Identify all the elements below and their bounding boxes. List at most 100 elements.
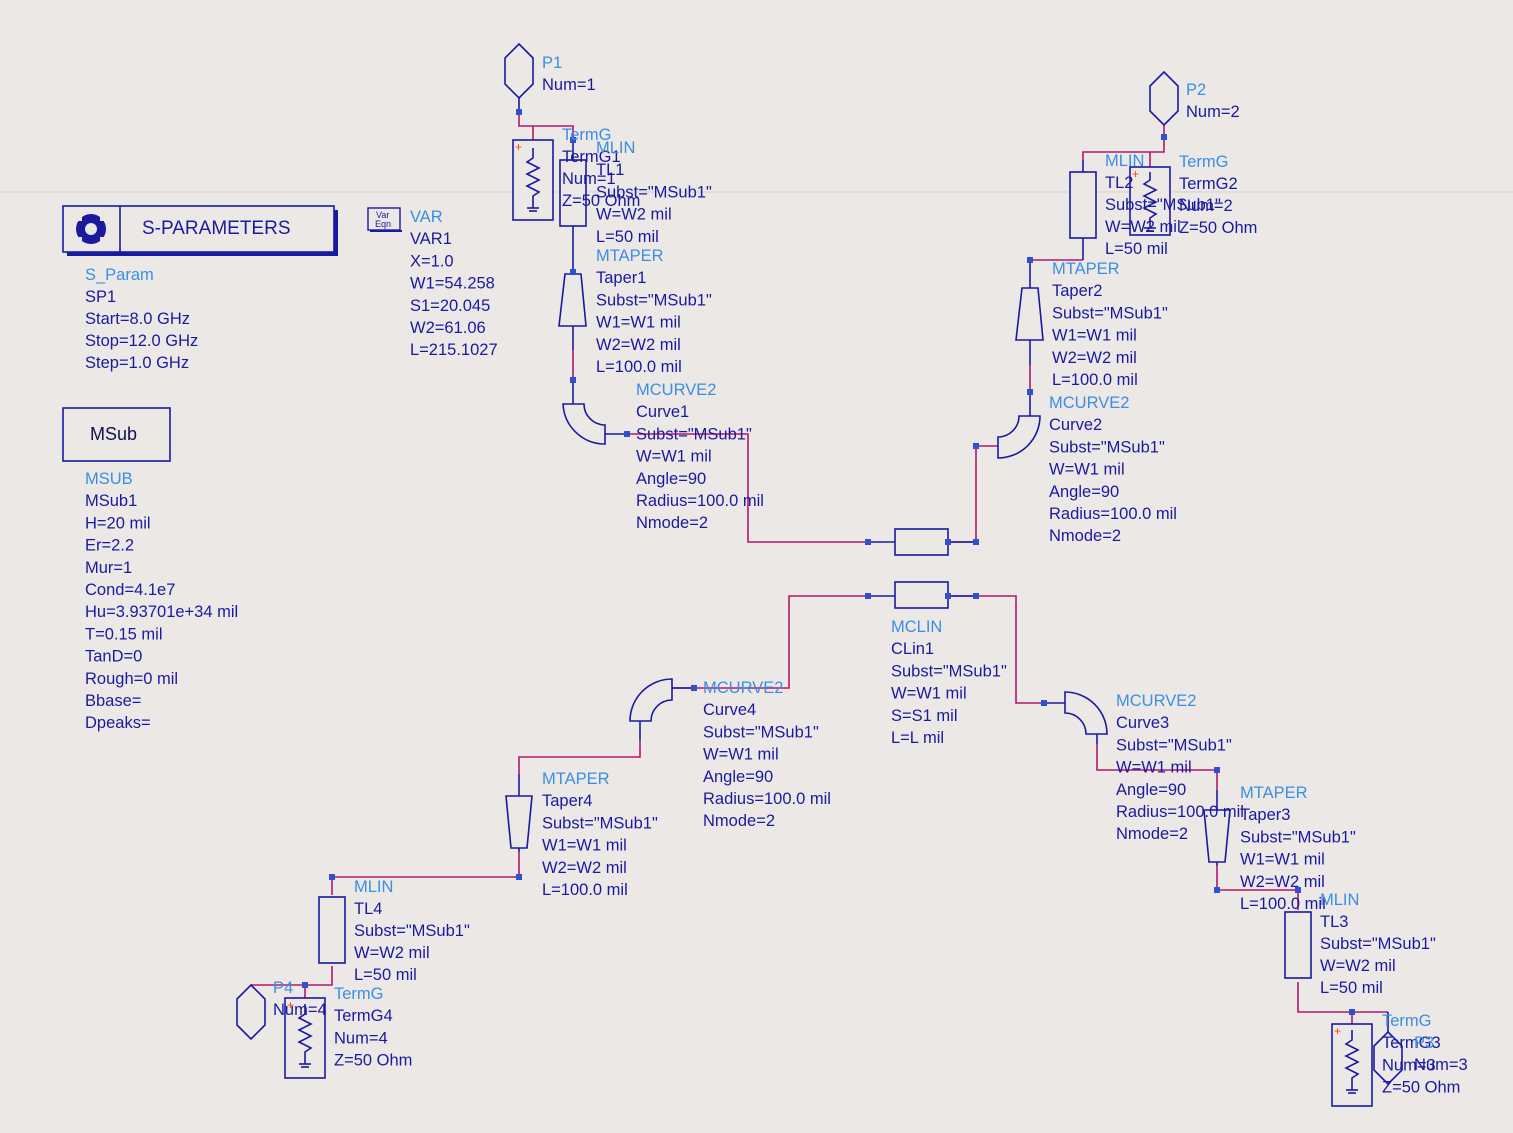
sp1-param-label: Stop=12.0 GHz: [85, 332, 198, 350]
msub1-param-label: Cond=4.1e7: [85, 581, 175, 599]
curve3-instance-label: Curve3: [1116, 714, 1169, 732]
taper2-param-label: W2=W2 mil: [1052, 349, 1137, 367]
taper1-param-label: Subst="MSub1": [596, 291, 712, 309]
termg2-symbol[interactable]: +: [1129, 166, 1171, 236]
curve3-param-label: Angle=90: [1116, 781, 1186, 799]
tl3-instance-label: TL3: [1320, 913, 1348, 931]
var1-param-label: X=1.0: [410, 252, 454, 270]
msub1-param-label: Rough=0 mil: [85, 670, 178, 688]
taper1-param-label: L=100.0 mil: [596, 358, 682, 376]
tl3-param-label: L=50 mil: [1320, 979, 1383, 997]
mcurve2-curve3-symbol[interactable]: [1044, 691, 1108, 744]
tl2-param-label: W=W2 mil: [1105, 218, 1181, 236]
mcurve2-curve4-symbol[interactable]: [629, 678, 694, 740]
mlin-tl1-symbol[interactable]: [559, 140, 587, 272]
tl2-param-label: L=50 mil: [1105, 240, 1168, 258]
curve1-param-label: W=W1 mil: [636, 448, 712, 466]
tl4-param-label: L=50 mil: [354, 966, 417, 984]
clin1-param-label: W=W1 mil: [891, 685, 967, 703]
mlin-tl2-symbol[interactable]: [1069, 160, 1097, 260]
port-p2-symbol[interactable]: [1149, 70, 1179, 127]
termg1-symbol[interactable]: +: [512, 139, 554, 221]
tl2-param-label: Subst="MSub1": [1105, 196, 1221, 214]
mlin-tl4-symbol[interactable]: [318, 896, 346, 964]
mtaper-taper1-symbol[interactable]: [558, 273, 587, 350]
clin1-param-label: L=L mil: [891, 729, 944, 747]
taper2-type-label: MTAPER: [1052, 260, 1120, 278]
label-var1[interactable]: VARVAR1X=1.0W1=54.258S1=20.045W2=61.06L=…: [410, 208, 498, 359]
p3-instance-label: Num=3: [1414, 1056, 1468, 1074]
termg1-param-label: Z=50 Ohm: [562, 192, 640, 210]
taper3-param-label: Subst="MSub1": [1240, 828, 1356, 846]
mtaper-taper3-symbol[interactable]: [1203, 790, 1231, 866]
mcurve2-curve2-symbol[interactable]: [997, 392, 1041, 459]
p4-type-label: P4: [273, 979, 293, 997]
termg3-symbol[interactable]: +: [1331, 1023, 1373, 1107]
pin-markers: [302, 109, 1355, 1015]
taper2-param-label: L=100.0 mil: [1052, 371, 1138, 389]
msub1-param-label: H=20 mil: [85, 514, 151, 532]
taper4-type-label: MTAPER: [542, 770, 610, 788]
p4-instance-label: Num=4: [273, 1001, 327, 1019]
curve2-param-label: Angle=90: [1049, 483, 1119, 501]
mcurve2-curve1-symbol[interactable]: [562, 380, 627, 445]
msub1-instance-label: MSub1: [85, 492, 137, 510]
taper3-param-label: W2=W2 mil: [1240, 873, 1325, 891]
msub1-param-label: Er=2.2: [85, 537, 134, 555]
mtaper-taper4-symbol[interactable]: [505, 774, 533, 852]
port-p3-symbol[interactable]: [1373, 1012, 1403, 1086]
sp1-instance-label: SP1: [85, 288, 116, 306]
mtaper-taper2-symbol[interactable]: [1015, 260, 1044, 365]
taper4-instance-label: Taper4: [542, 792, 592, 810]
port-p1-symbol[interactable]: [504, 42, 534, 112]
mclin-clin1-symbol[interactable]: [868, 528, 976, 609]
termg4-symbol[interactable]: +: [284, 997, 326, 1079]
svg-text:+: +: [1132, 167, 1139, 181]
tl4-instance-label: TL4: [354, 900, 382, 918]
port-p4-symbol[interactable]: [236, 983, 266, 1041]
msub1-param-label: Mur=1: [85, 559, 132, 577]
var-icon-text: Var: [376, 210, 389, 220]
termg3-param-label: Num=3: [1382, 1056, 1436, 1074]
var-eqn-block[interactable]: Var Eqn: [367, 207, 402, 232]
curve4-instance-label: Curve4: [703, 701, 756, 719]
msub-block[interactable]: MSub: [62, 407, 171, 462]
msub1-param-label: TanD=0: [85, 648, 142, 666]
curve1-type-label: MCURVE2: [636, 381, 716, 399]
mlin-tl3-symbol[interactable]: [1284, 911, 1312, 979]
s-parameters-controller[interactable]: S-PARAMETERS: [62, 205, 338, 256]
curve1-instance-label: Curve1: [636, 403, 689, 421]
p1-type-label: P1: [542, 54, 562, 72]
termg1-type-label: TermG: [562, 126, 612, 144]
taper3-param-label: L=100.0 mil: [1240, 895, 1326, 913]
msub1-type-label: MSUB: [85, 470, 133, 488]
clin1-param-label: Subst="MSub1": [891, 662, 1007, 680]
curve4-type-label: MCURVE2: [703, 679, 783, 697]
svg-text:+: +: [515, 140, 522, 154]
